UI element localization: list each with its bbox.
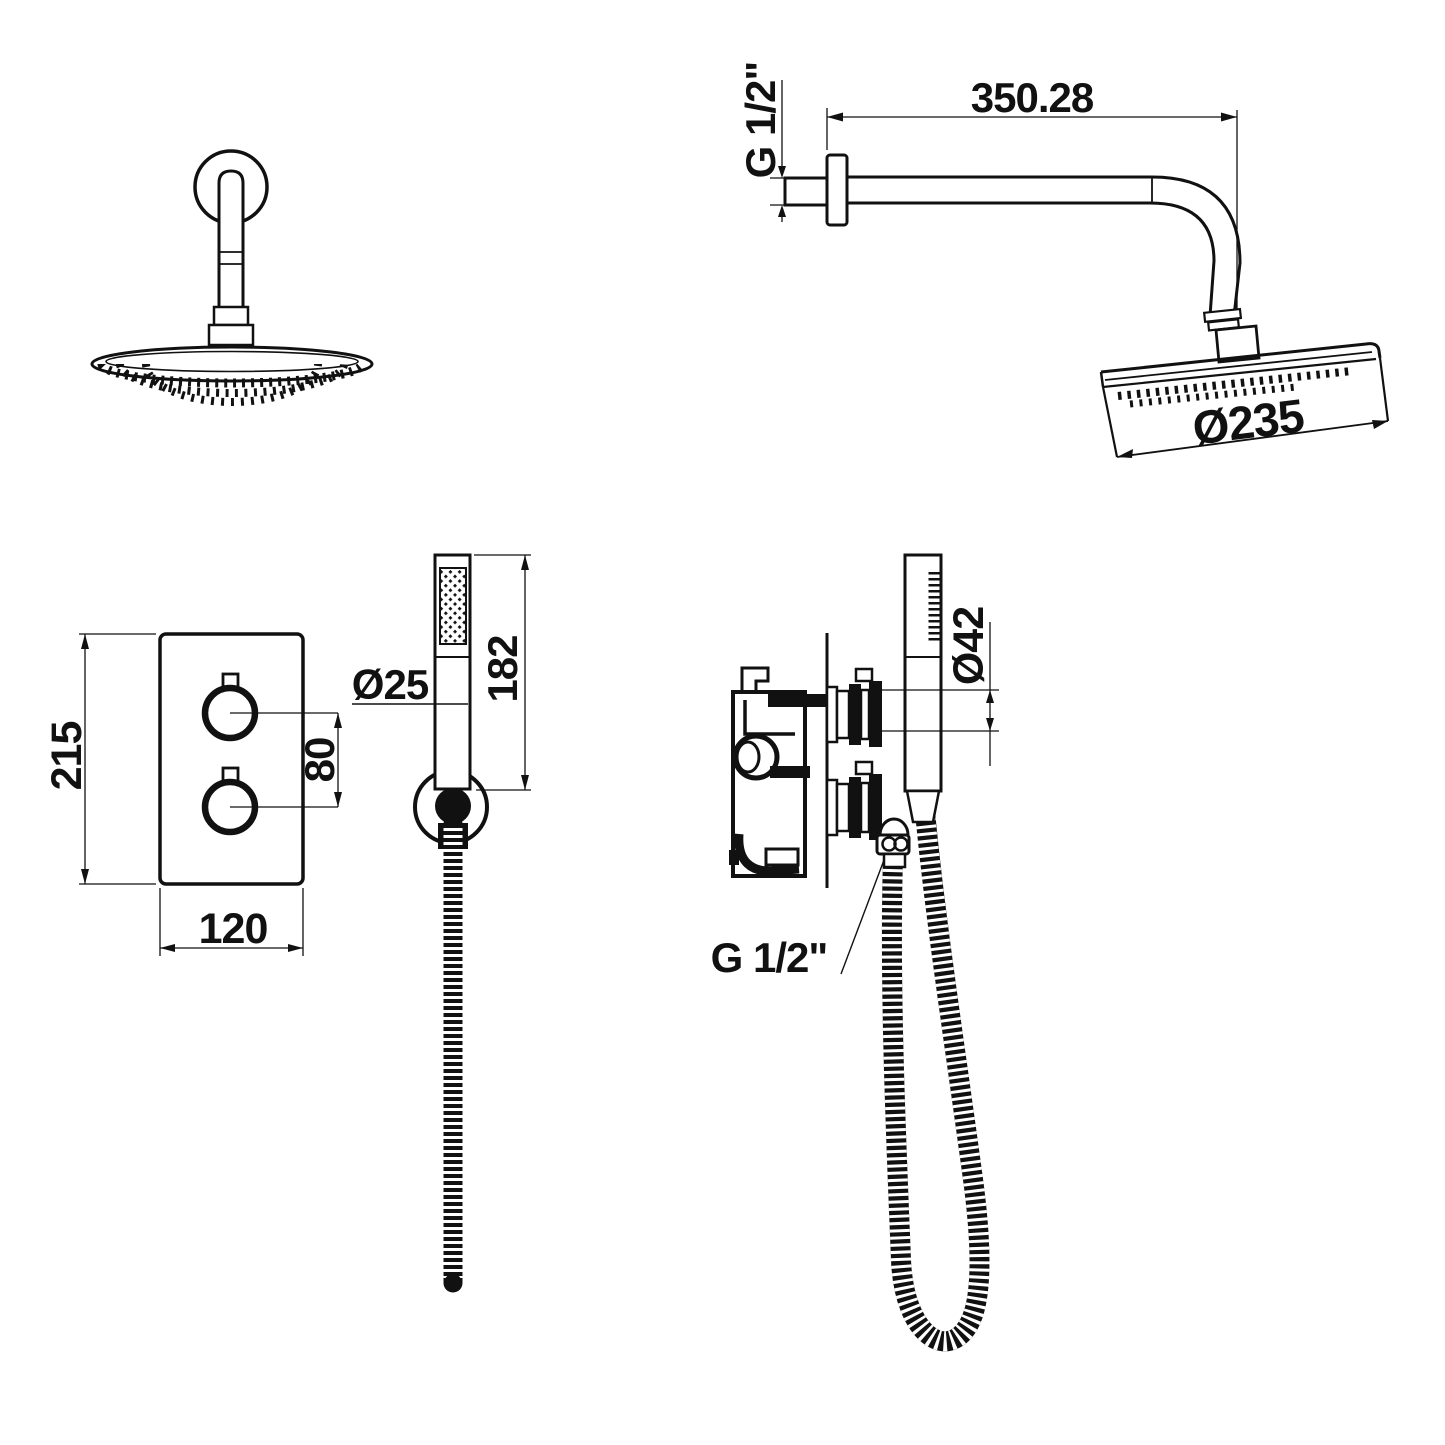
dim-plate-width-label: 120	[199, 905, 268, 953]
overhead-shower-front-view	[90, 149, 374, 406]
nozzle-pattern	[97, 362, 367, 406]
shower-head-side	[1099, 342, 1390, 458]
handshower-hose	[443, 814, 463, 1293]
hand-shower-front-view	[352, 553, 531, 1293]
dim-handle-spacing-label: 80	[296, 738, 343, 783]
valve-trim-front-view	[79, 632, 342, 956]
hose-outlet-elbow	[875, 817, 911, 869]
dim-hose-thread-label: G 1/2"	[711, 934, 828, 981]
hose-loop	[881, 790, 990, 1352]
dim-arm-length-label: 350.28	[971, 74, 1094, 121]
shower-head-rim	[90, 345, 374, 383]
lower-handle-side	[825, 760, 882, 840]
nozzle-pattern-side	[1117, 367, 1353, 408]
rough-in-valve-body	[729, 666, 827, 878]
head-connector-block	[207, 323, 255, 347]
dim-plate-height-label: 215	[43, 722, 91, 791]
dim-wand-diameter-label: Ø25	[352, 661, 429, 708]
shower-arm-side-view	[770, 80, 1390, 458]
shower-arm-bend	[847, 175, 1242, 317]
wall-thread-stub	[783, 176, 829, 207]
head-connector-block-side	[1214, 324, 1261, 364]
handshower-wand-side	[903, 553, 943, 824]
arm-wall-flange	[825, 153, 849, 227]
valve-rough-in-side-view	[729, 553, 999, 1352]
dim-handle-diameter-label: Ø42	[945, 607, 993, 685]
spray-face	[439, 567, 467, 645]
dim-arm-thread-label: G 1/2"	[737, 62, 784, 179]
upper-handle-side	[825, 667, 882, 747]
holder-ball	[435, 788, 471, 824]
shower-arm-tube	[217, 169, 245, 309]
dim-wand-length-label: 182	[479, 635, 526, 702]
valve-port-icon	[732, 733, 780, 781]
trim-plate	[158, 632, 305, 886]
arm-nut	[212, 305, 250, 327]
